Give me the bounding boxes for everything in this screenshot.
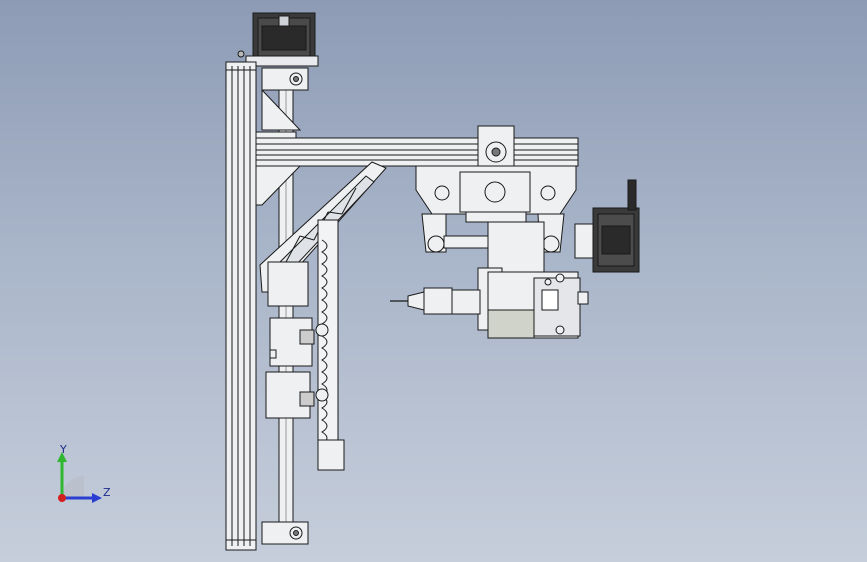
corner-bracket	[255, 165, 302, 206]
y-axis-arrow	[57, 452, 67, 462]
rod-clamp-top	[261, 67, 309, 131]
spindle-motor	[477, 221, 589, 339]
rod-clamp-bottom	[261, 521, 309, 545]
collet	[407, 287, 481, 315]
origin-dot	[58, 494, 66, 502]
horizontal-extrusion	[255, 131, 579, 167]
side-stepper-motor	[574, 179, 640, 273]
axis-triad: Y Z	[40, 438, 130, 518]
carriage	[415, 125, 577, 253]
pillow-blocks	[265, 261, 329, 419]
y-axis-label: Y	[60, 443, 67, 456]
cable-chain	[317, 219, 345, 471]
vertical-extrusion	[225, 61, 257, 551]
z-axis-label: Z	[103, 486, 111, 499]
top-stepper-motor	[237, 12, 319, 67]
z-axis-arrow	[92, 493, 102, 503]
